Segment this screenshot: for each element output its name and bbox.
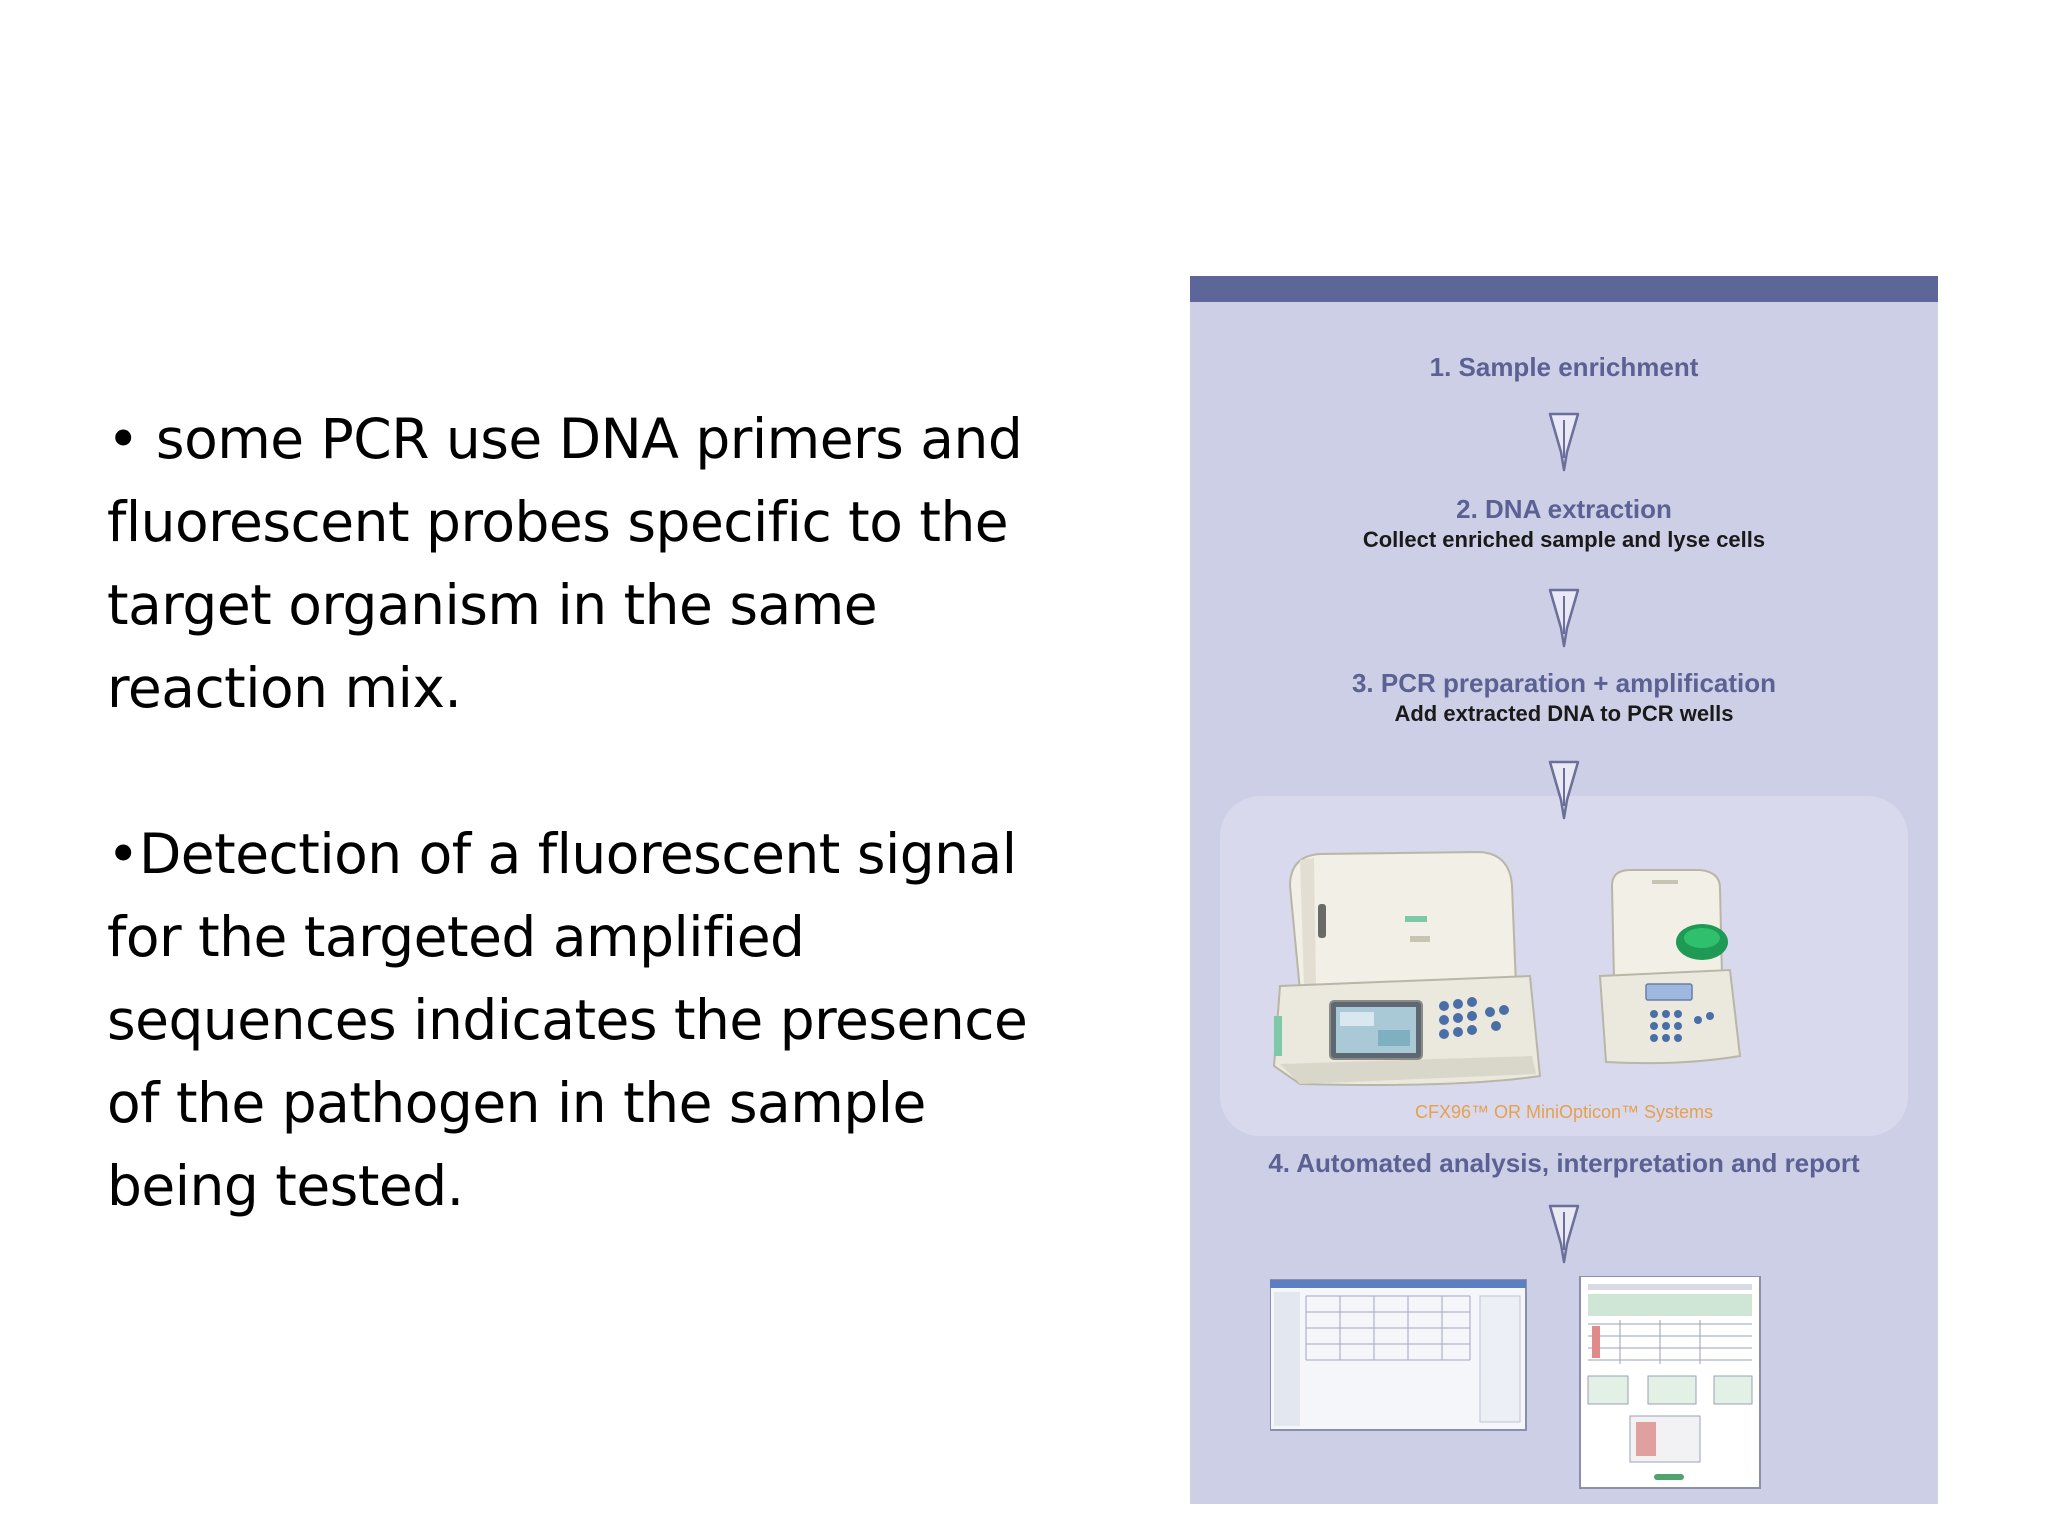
text-line: fluorescent probes specific to the <box>107 490 1009 554</box>
step-description: Collect enriched sample and lyse cells <box>1362 527 1766 552</box>
step-title: 2. DNA extraction <box>1456 494 1672 524</box>
text-line: being tested. <box>107 1154 464 1218</box>
figure-header-bar <box>1190 276 1938 302</box>
down-arrow-icon <box>1548 1204 1580 1264</box>
step-description: Add extracted DNA to PCR wells <box>1394 701 1734 726</box>
bullet-paragraph-1: • some PCR use DNA primers and fluoresce… <box>107 398 1067 730</box>
software-window-icon <box>1270 1279 1527 1431</box>
slide-body-text: • some PCR use DNA primers and fluoresce… <box>107 398 1067 1228</box>
miniopticon-instrument-icon <box>1598 869 1742 1065</box>
down-arrow-icon <box>1548 760 1580 820</box>
down-arrow-icon <box>1548 412 1580 472</box>
step-dna-extraction: 2. DNA extraction Collect enriched sampl… <box>1190 494 1938 553</box>
text-line: for the targeted amplified <box>107 905 805 969</box>
analysis-software-screens <box>1270 1276 1761 1489</box>
report-page-icon <box>1579 1276 1761 1489</box>
paragraph-spacer <box>107 730 1067 813</box>
text-line: sequences indicates the presence <box>107 988 1028 1052</box>
text-line: target organism in the same <box>107 573 878 637</box>
down-arrow-icon <box>1548 588 1580 648</box>
bullet-paragraph-2: •Detection of a fluorescent signal for t… <box>107 813 1067 1228</box>
instrument-systems-label: CFX96™ OR MiniOpticon™ Systems <box>1414 1102 1714 1122</box>
step-sample-enrichment: 1. Sample enrichment <box>1190 352 1938 383</box>
text-line: reaction mix. <box>107 656 462 720</box>
step-pcr-preparation: 3. PCR preparation + amplification Add e… <box>1190 668 1938 727</box>
text-line: • some PCR use DNA primers and <box>107 407 1023 471</box>
cfx96-instrument-icon <box>1272 850 1542 1086</box>
step-title: 1. Sample enrichment <box>1429 352 1699 382</box>
text-line: of the pathogen in the sample <box>107 1071 926 1135</box>
text-line: •Detection of a fluorescent signal <box>107 822 1017 886</box>
step-automated-analysis: 4. Automated analysis, interpretation an… <box>1190 1148 1938 1179</box>
pcr-workflow-figure: 1. Sample enrichment 2. DNA extraction C… <box>1190 276 1938 1504</box>
step-title: 4. Automated analysis, interpretation an… <box>1268 1148 1860 1178</box>
pcr-instruments-illustration <box>1272 850 1742 1086</box>
step-title: 3. PCR preparation + amplification <box>1351 668 1777 698</box>
